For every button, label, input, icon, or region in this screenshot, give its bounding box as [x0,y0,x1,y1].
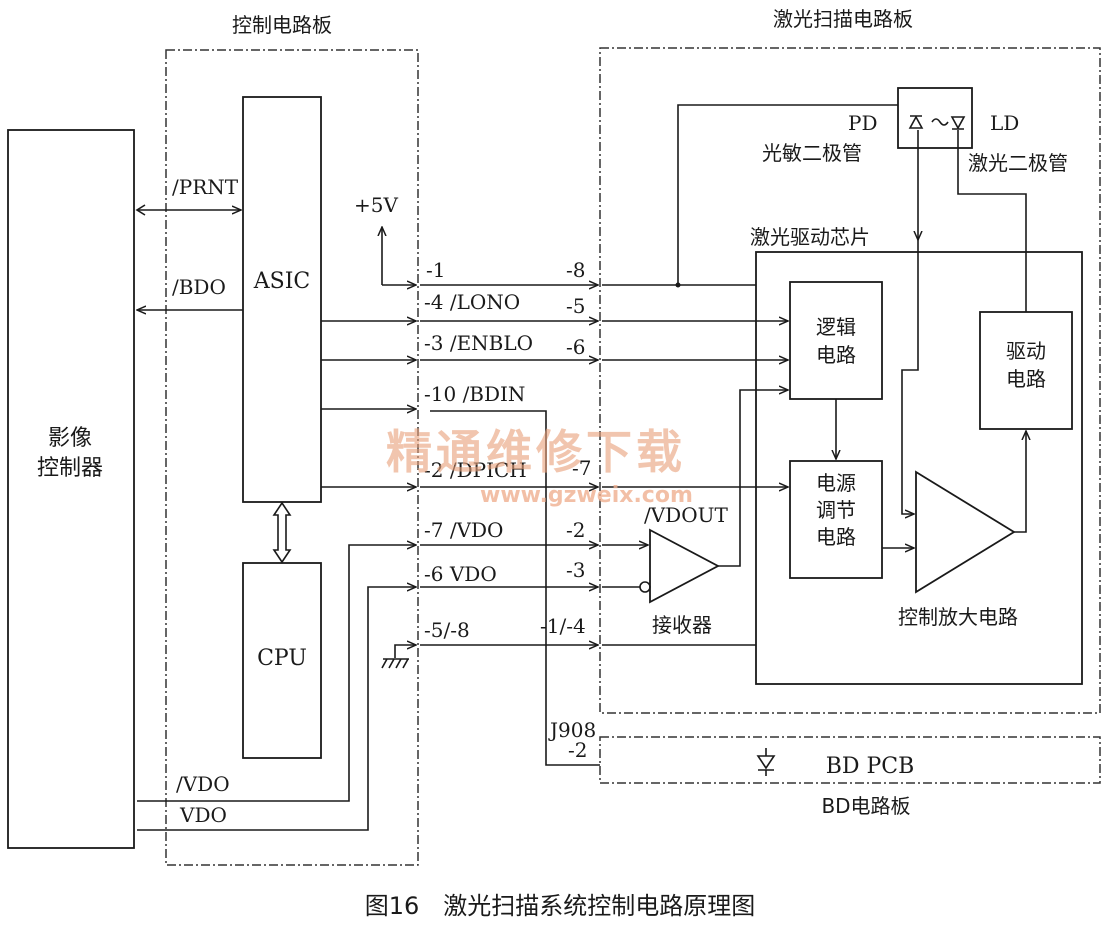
vdout-line [718,390,788,567]
vdout-label: /VDOUT [644,503,728,527]
conn-right-3: -3 [566,558,585,582]
control-board-outline [165,49,419,866]
conn-right-5: -5 [566,294,585,318]
bdo-label: /BDO [172,275,226,299]
conn-left-7: -7 /VDO [424,518,503,542]
asic-block [242,96,322,503]
power-regulator-block [789,460,883,579]
receiver-triangle [649,528,720,604]
conn-right-7: -7 [572,456,591,480]
conn-right-6: -6 [566,335,585,359]
bd-diode-icon [756,748,776,776]
bd-pcb-label: BD PCB [826,754,915,779]
bdin-to-bd [430,410,600,766]
watermark-text: 精通维修下载 [386,425,686,479]
conn-left-3: -3 /ENBLO [424,331,533,355]
pd-ld-package [897,87,973,149]
figure-caption: 图16 激光扫描系统控制电路原理图 [365,892,756,920]
image-controller-label: 影像控制器 [37,426,103,481]
receiver-label: 接收器 [652,613,712,637]
supply-label: +5V [354,193,398,217]
ld-label: LD [990,111,1019,135]
laser-driver-chip-block [755,251,1083,685]
ground-line [394,645,416,658]
power-regulator-label: 电源调节电路 [816,471,856,549]
logic-circuit-block [789,281,883,400]
pd-label: PD [848,111,878,135]
laser-board-title: 激光扫描电路板 [773,7,913,31]
ld-drive-line [957,130,1027,312]
laser-board-outline [599,47,1101,714]
ld-name: 激光二极管 [968,151,1068,175]
watermark-url: www.gzweix.com [480,483,693,508]
ground-icon [381,658,409,669]
conn-left-6: -6 VDO [424,562,497,586]
control-amp-triangle [915,470,1016,594]
vdo-label: VDO [179,803,227,827]
receiver-invert-bubble [639,581,651,593]
vdo-line [137,587,416,831]
pd-diode-icon [908,115,924,129]
pd-feedback-line [677,104,898,285]
laser-driver-chip-label: 激光驱动芯片 [750,225,870,249]
ld-diode-icon [950,116,966,130]
prnt-label: /PRNT [172,175,239,199]
image-controller-block [7,129,135,849]
conn-left-5-8: -5/-8 [424,618,470,642]
asic-label: ASIC [253,269,310,294]
vdo-bar-label: /VDO [176,772,230,796]
conn-left-2: -2 /DPICH [424,458,527,482]
bd-pin-label: -2 [568,738,587,762]
vdo-bar-line [137,545,416,802]
asic-cpu-bus [272,501,292,564]
conn-left-1: -1 [426,258,445,282]
conn-right-2: -2 [566,518,585,542]
bd-board-title: BD电路板 [821,794,910,818]
conn-right-8: -8 [566,258,585,282]
cpu-label: CPU [257,646,307,671]
conn-left-10: -10 /BDIN [424,382,525,406]
logic-circuit-label: 逻辑电路 [816,315,856,367]
drive-circuit-label: 驱动电路 [1006,339,1046,391]
bd-board-outline [599,736,1101,784]
conn-right-1-4: -1/-4 [540,614,586,638]
conn-left-4: -4 /LONO [424,290,520,314]
pd-name: 光敏二极管 [762,141,862,165]
control-board-title: 控制电路板 [232,13,332,37]
control-amp-label: 控制放大电路 [898,605,1018,629]
j908-label: J908 [548,718,596,742]
